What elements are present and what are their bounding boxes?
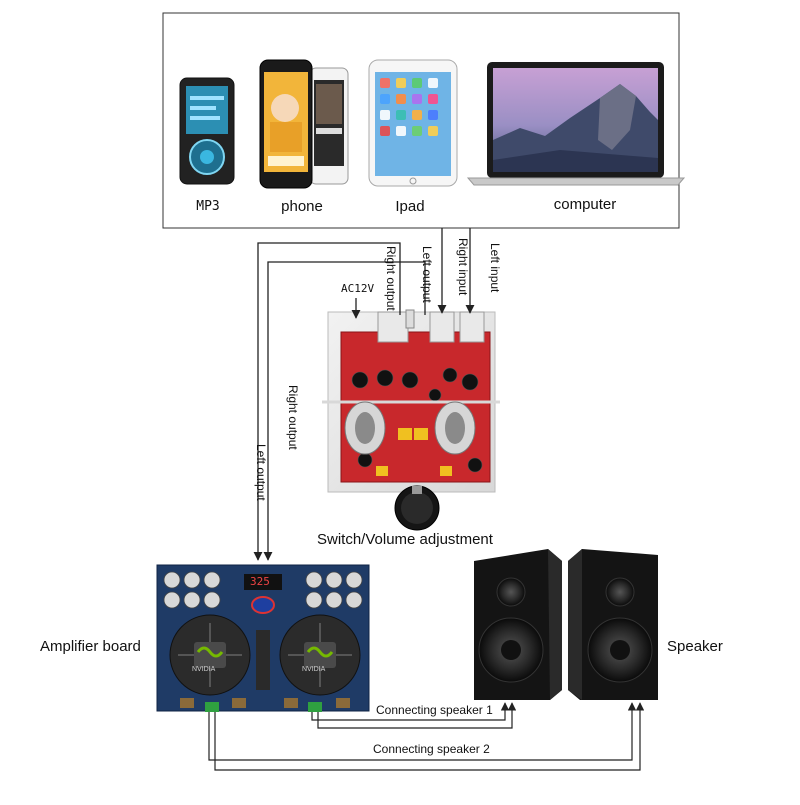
vacuum-tube-right — [434, 401, 476, 455]
preamp-caption: Switch/Volume adjustment — [317, 531, 493, 548]
right-input-label: Right input — [456, 238, 470, 296]
speaker-caption: Speaker — [667, 638, 723, 655]
amplifier-board-image — [156, 564, 370, 712]
left-output-amp-label: Left output — [254, 444, 268, 501]
right-output-amp-label: Right output — [286, 385, 300, 450]
computer-image — [466, 62, 686, 186]
phone-image — [259, 59, 349, 189]
amplifier-caption: Amplifier board — [40, 638, 141, 655]
wire-right-output — [263, 261, 426, 561]
left-output-pre-label: Left output — [420, 246, 434, 303]
amp-display: 325 — [250, 575, 270, 588]
wire-left-output — [253, 242, 401, 561]
wire-speaker-2 — [208, 702, 645, 771]
right-output-pre-label: Right output — [384, 246, 398, 311]
vacuum-tube-left — [344, 401, 386, 455]
ipad-label: Ipad — [395, 198, 425, 215]
wire-speaker-1 — [311, 702, 517, 729]
power-label: AC12V — [341, 282, 375, 295]
preamp-board-image — [322, 309, 500, 531]
speaker-1-link-label: Connecting speaker 1 — [376, 703, 493, 717]
mp3-label: MP3 — [196, 199, 220, 214]
ipad-image — [368, 59, 458, 187]
phone-label: phone — [281, 198, 323, 215]
speaker-2-link-label: Connecting speaker 2 — [373, 742, 490, 756]
chip-brand-right: NVIDIA — [302, 666, 326, 673]
chip-brand-left: NVIDIA — [192, 666, 216, 673]
speaker-right-image — [568, 549, 658, 700]
speaker-left-image — [474, 549, 562, 700]
mp3-player-image — [179, 77, 235, 185]
left-input-label: Left input — [488, 243, 502, 293]
computer-label: computer — [553, 196, 617, 213]
